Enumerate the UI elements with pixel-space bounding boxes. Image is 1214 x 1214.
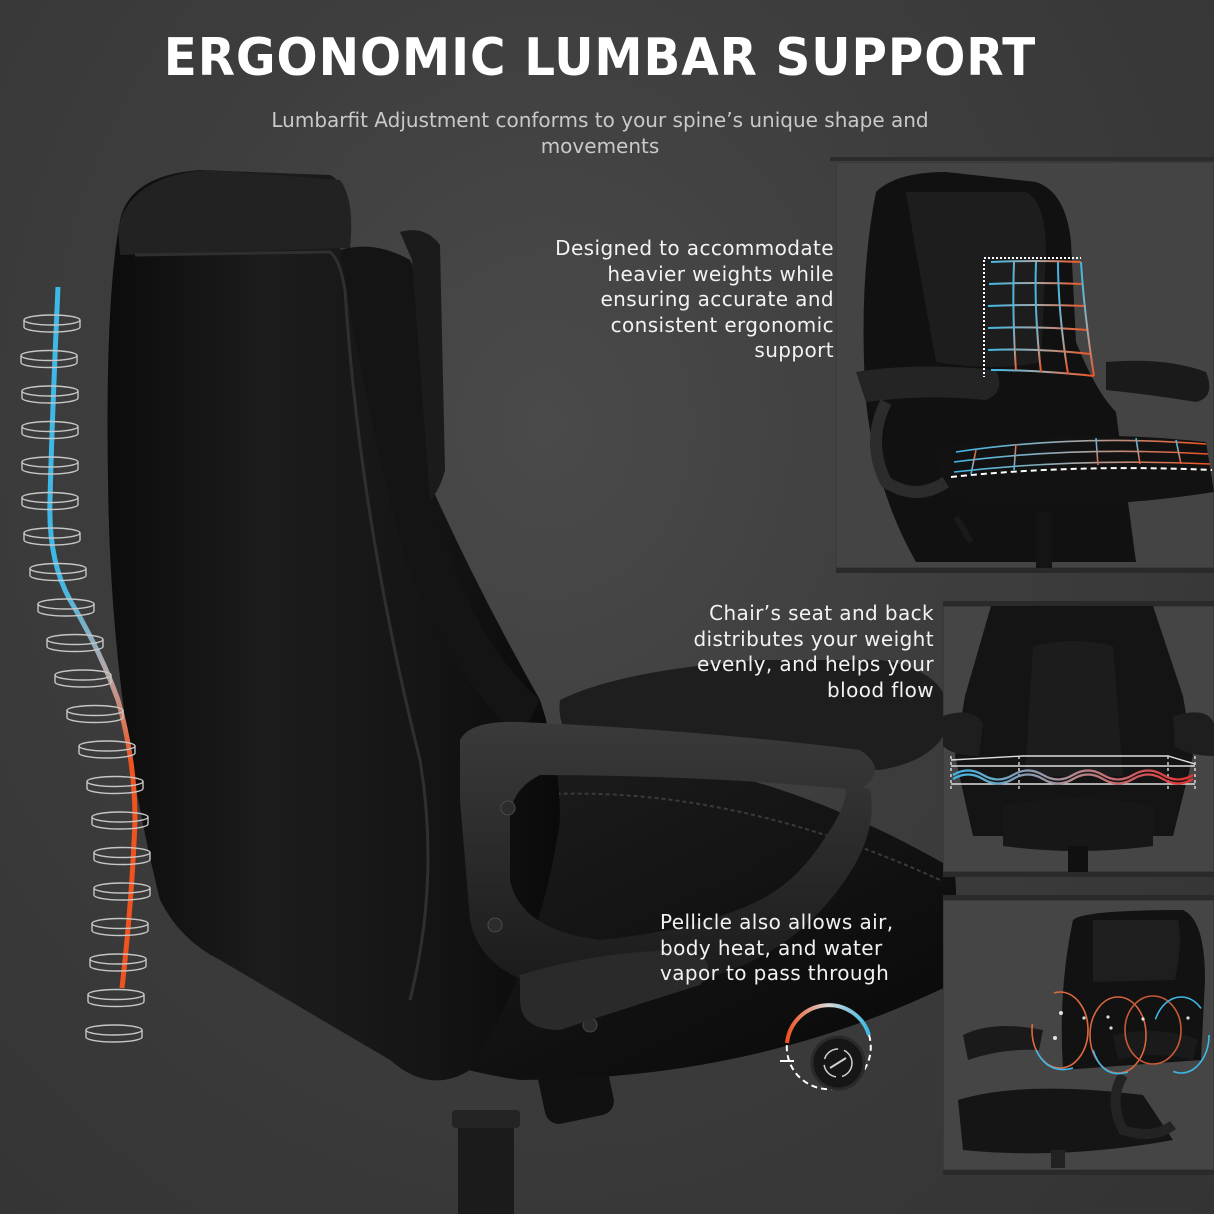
caption-weight-distribution: Chair’s seat and back distributes your w… [693,601,934,702]
divider-panel-1 [836,568,1214,573]
page-subtitle: Lumbarfit Adjustment conforms to your sp… [271,108,929,158]
panel-grid-support [836,162,1214,568]
page-title: ERGONOMIC LUMBAR SUPPORT [163,28,1037,88]
panel-wave-distribution [943,606,1214,872]
caption-weight-support: Designed to accommodate heavier weights … [555,236,834,362]
divider-panel-2-top [943,601,1214,606]
panel-breathable [943,900,1214,1170]
rotate-adjust-knob-icon [780,1003,872,1091]
divider-panel-3 [943,1170,1214,1175]
vertebrae-discs [20,314,151,1043]
main-chair-image [20,170,960,1214]
divider-panel-2 [943,872,1214,877]
spine-illustration [47,286,138,989]
divider-top [830,157,1214,161]
divider-panel-3-top [943,895,1214,900]
caption-breathable: Pellicle also allows air, body heat, and… [660,910,894,985]
